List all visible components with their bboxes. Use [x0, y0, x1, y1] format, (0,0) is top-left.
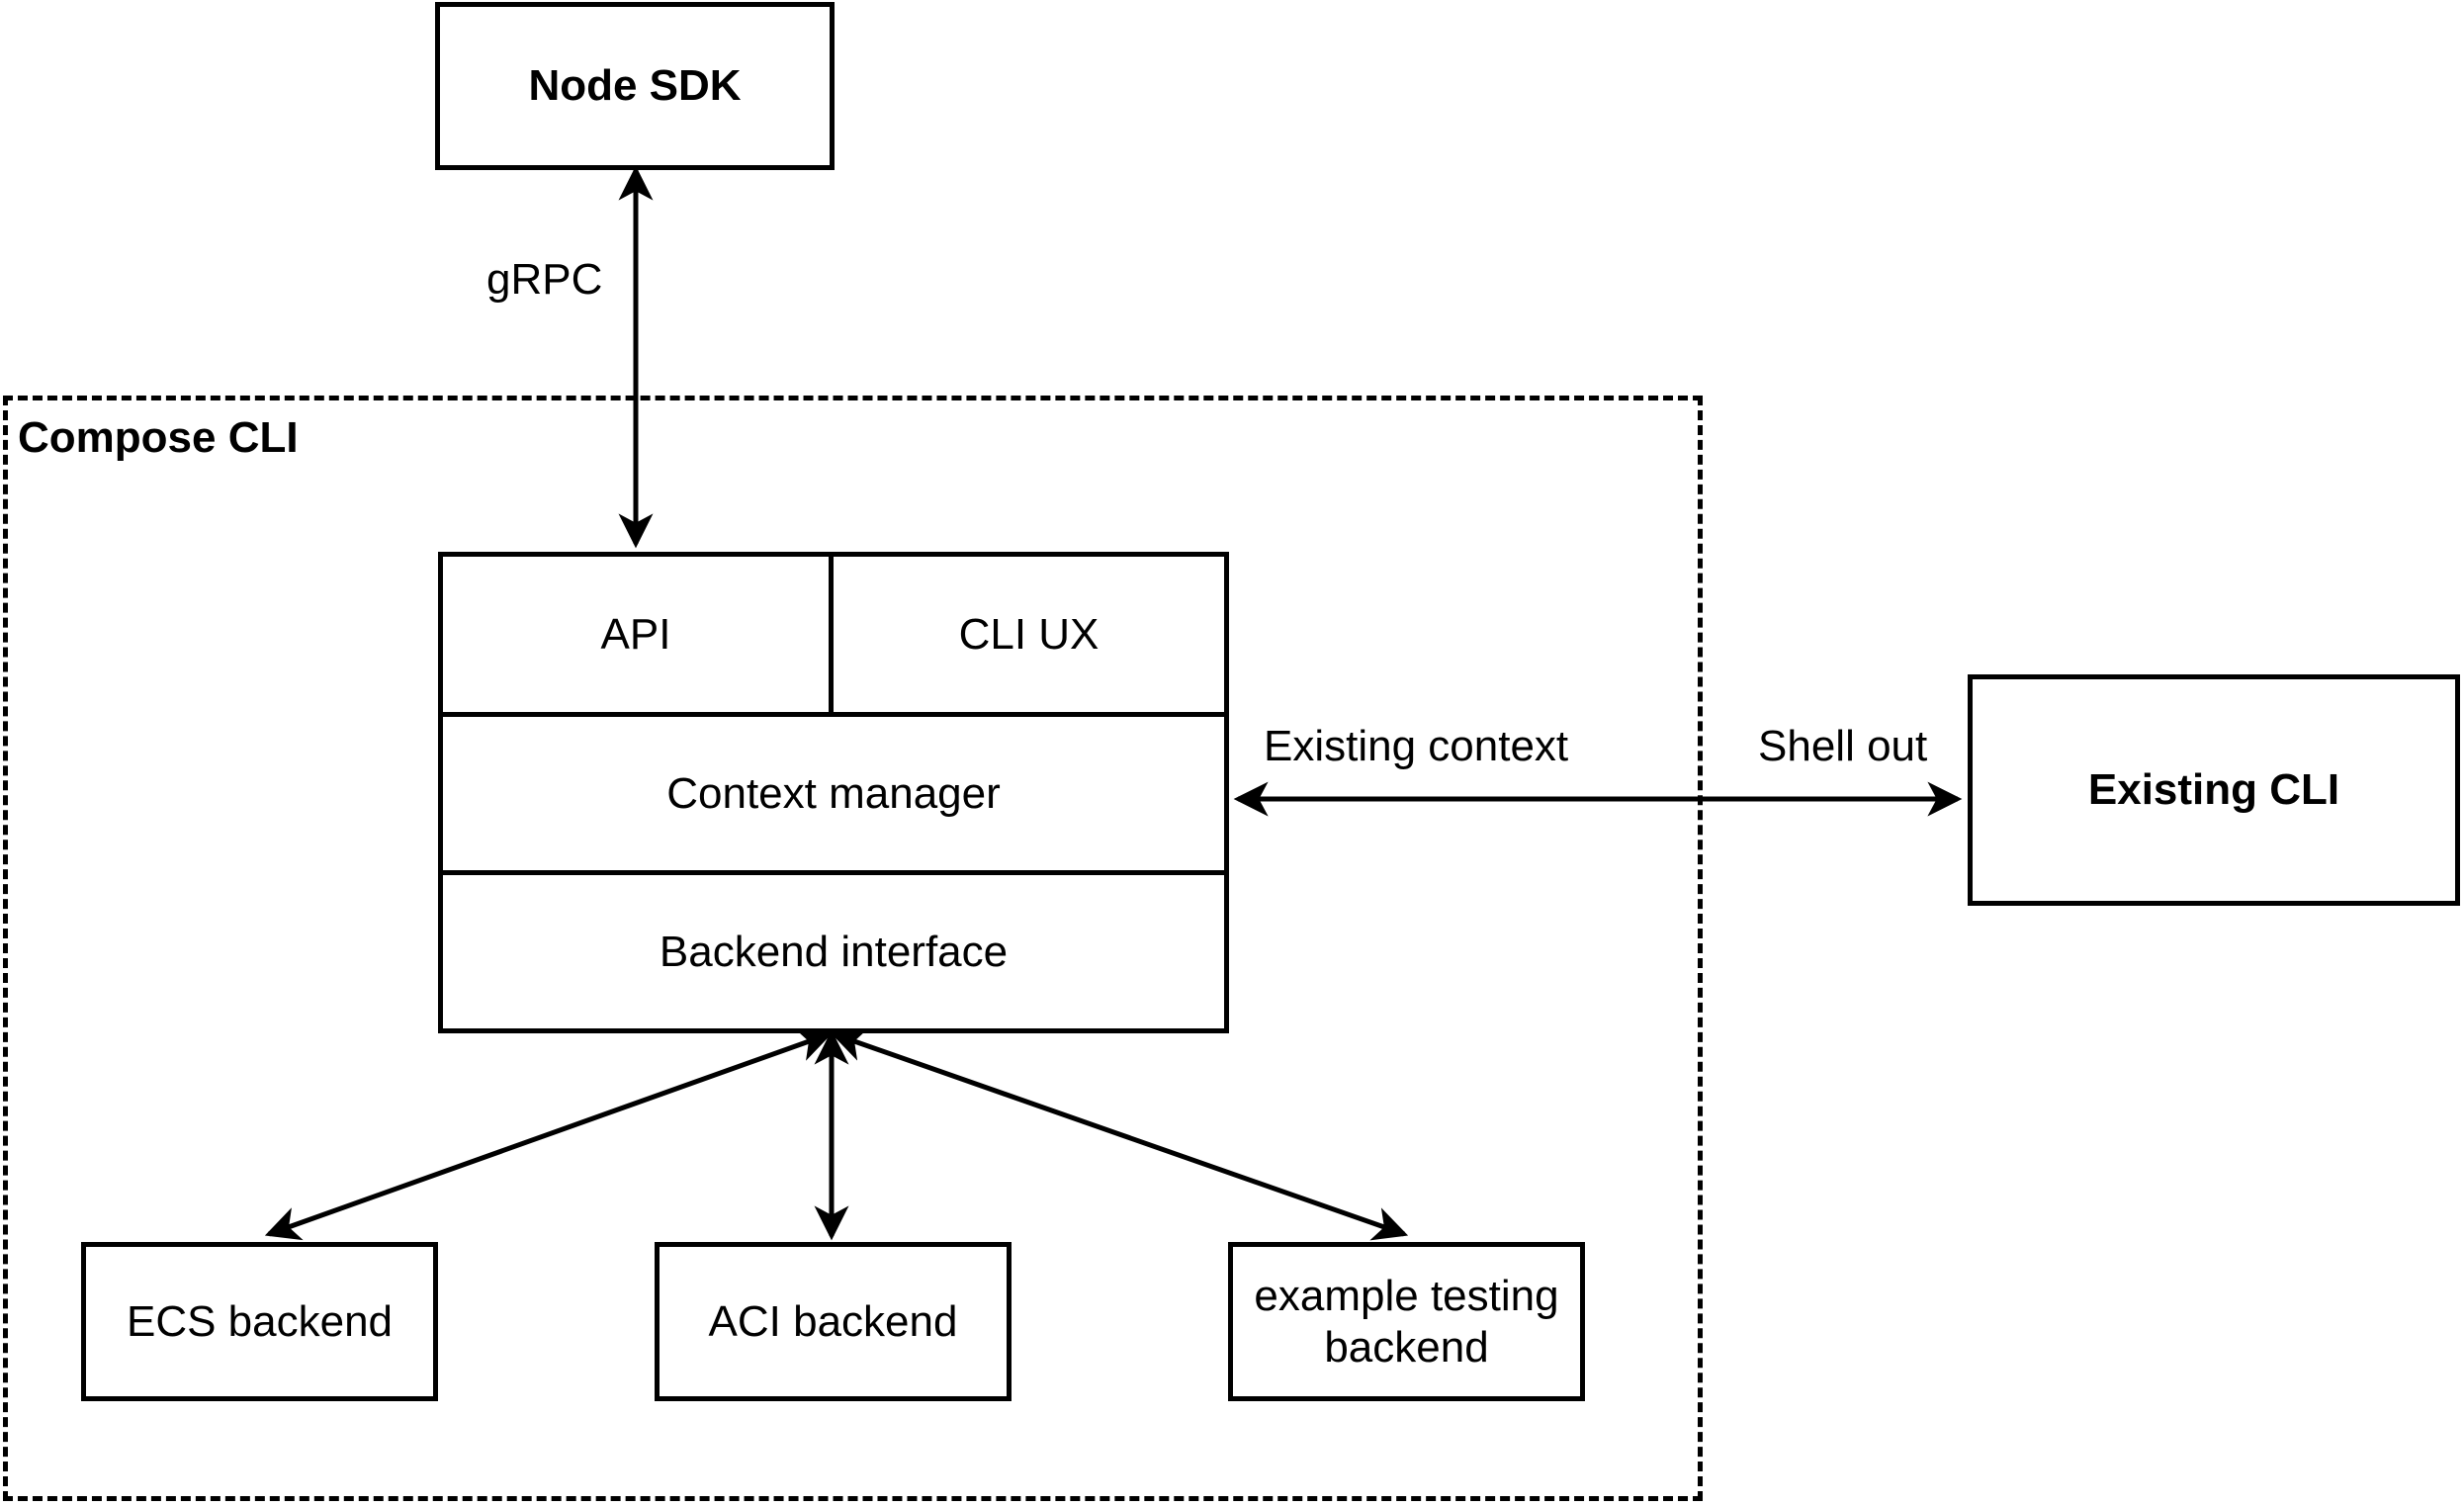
- aci-backend-box[interactable]: ACI backend: [655, 1242, 1012, 1401]
- cli-ux-cell[interactable]: CLI UX: [834, 557, 1224, 712]
- edge-example-testing-backend: [830, 1027, 1409, 1241]
- grpc-edge-label: gRPC: [486, 255, 603, 304]
- context-manager-label: Context manager: [666, 768, 1001, 818]
- compose-cli-group-label: Compose CLI: [18, 413, 299, 462]
- ecs-backend-box[interactable]: ECS backend: [81, 1242, 438, 1401]
- node-sdk-label: Node SDK: [528, 61, 742, 111]
- compose-cli-group: [3, 396, 1703, 1501]
- context-manager-cell[interactable]: Context manager: [443, 717, 1224, 870]
- shell-out-edge-label: Shell out: [1758, 722, 1928, 770]
- stack-row-context-manager: Context manager: [443, 717, 1224, 875]
- existing-cli-box[interactable]: Existing CLI: [1968, 674, 2460, 906]
- compose-cli-stack: API CLI UX Context manager Backend inter…: [438, 552, 1229, 1033]
- example-testing-backend-label-line1: example testing: [1254, 1271, 1559, 1320]
- backend-interface-label: Backend interface: [659, 927, 1009, 976]
- cli-ux-label: CLI UX: [958, 609, 1100, 659]
- stack-row-backend-interface: Backend interface: [443, 875, 1224, 1028]
- example-testing-backend-box[interactable]: example testing backend: [1228, 1242, 1585, 1401]
- stack-row-api-cliux: API CLI UX: [443, 557, 1224, 717]
- api-label: API: [600, 609, 671, 659]
- existing-context-edge-label: Existing context: [1264, 722, 1569, 770]
- ecs-backend-label: ECS backend: [126, 1296, 394, 1346]
- api-cell[interactable]: API: [443, 557, 834, 712]
- example-testing-backend-label-line2: backend: [1324, 1322, 1489, 1372]
- edge-ecs-backend: [264, 1027, 834, 1241]
- backend-interface-cell[interactable]: Backend interface: [443, 875, 1224, 1028]
- existing-cli-label: Existing CLI: [2087, 765, 2340, 815]
- node-sdk-box[interactable]: Node SDK: [435, 2, 835, 170]
- aci-backend-label: ACI backend: [708, 1296, 958, 1346]
